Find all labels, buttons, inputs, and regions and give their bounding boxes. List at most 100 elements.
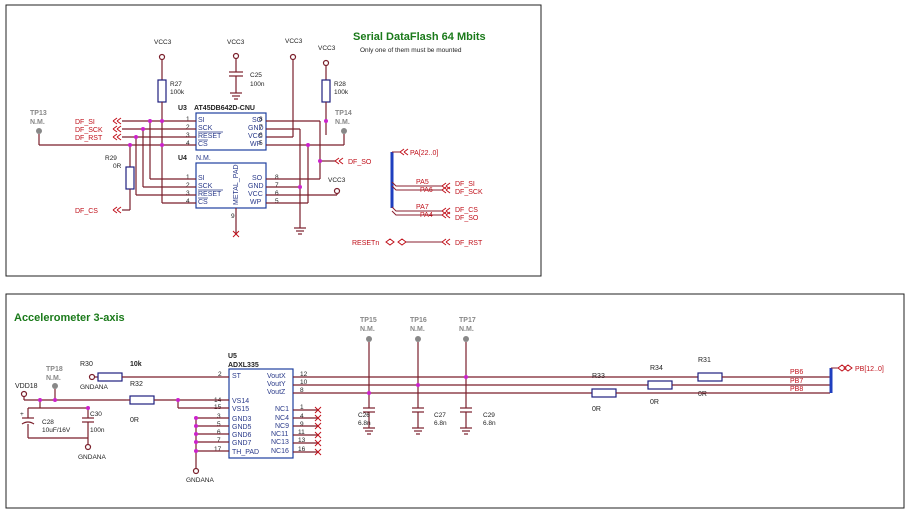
u4-metal-pad-label: METAL_PAD: [233, 164, 240, 205]
svg-text:TP15: TP15: [360, 317, 377, 324]
svg-text:PA7: PA7: [416, 204, 429, 211]
vdd18-terminal: [20, 390, 28, 398]
svg-text:NC13: NC13: [271, 439, 289, 446]
r28-value: 100k: [334, 89, 349, 96]
svg-text:5: 5: [217, 421, 221, 428]
vcc-label-r28: VCC3: [318, 45, 336, 52]
u3-chip: [195, 112, 267, 151]
svg-text:13: 13: [298, 437, 306, 444]
svg-text:DF_SO: DF_SO: [455, 215, 479, 222]
vcc-terminal: [333, 187, 341, 195]
net-df-rst-label: DF_RST: [75, 135, 103, 142]
r31-value: 0R: [698, 391, 707, 398]
svg-text:GND5: GND5: [232, 424, 252, 431]
r32-ref: R32: [130, 381, 143, 388]
svg-text:4: 4: [300, 413, 304, 420]
u5-chip: [228, 368, 294, 459]
r33-ref: R33: [592, 373, 605, 380]
u4-ref: U4: [178, 155, 187, 162]
svg-text:10: 10: [300, 379, 308, 386]
svg-text:DF_CS: DF_CS: [455, 207, 478, 214]
svg-text:SI: SI: [198, 175, 205, 182]
tp18-ref: TP18: [46, 366, 63, 373]
junction-dots-top: [128, 119, 328, 189]
svg-text:SCK: SCK: [198, 125, 213, 132]
svg-text:12: 12: [300, 371, 308, 378]
pa-bus-label: PA[22..0]: [410, 150, 438, 157]
u3-right-pins: SO GND VCC WP 8 7 6 5: [248, 116, 264, 148]
svg-text:GND: GND: [248, 125, 264, 132]
svg-text:1: 1: [186, 174, 190, 181]
r29-ref: R29: [105, 155, 117, 162]
r32-value: 0R: [130, 417, 139, 424]
pa-bus-entries: PA5 PA6 PA7 PA4 DF_SI DF_SCK DF_CS DF_SO: [391, 179, 483, 222]
svg-text:VoutZ: VoutZ: [267, 389, 286, 396]
svg-text:6.8n: 6.8n: [483, 420, 496, 427]
r27-value: 100k: [170, 89, 185, 96]
vcc-label-r27: VCC3: [154, 39, 172, 46]
svg-text:VCC: VCC: [248, 191, 263, 198]
svg-text:SO: SO: [252, 117, 263, 124]
tp17-group: TP17 N.M. C29 6.8n: [459, 317, 496, 435]
net-df-cs-label: DF_CS: [75, 208, 98, 215]
svg-text:SCK: SCK: [198, 183, 213, 190]
svg-text:6.8n: 6.8n: [358, 420, 371, 427]
pb8-label: PB8: [790, 386, 803, 393]
vcc-terminal: [322, 59, 330, 67]
c28-ref: C28: [42, 419, 54, 426]
svg-text:8: 8: [300, 387, 304, 394]
net-df-so-label: DF_SO: [348, 159, 372, 166]
svg-text:VS15: VS15: [232, 406, 249, 413]
vcc-terminal: [158, 53, 166, 61]
svg-text:1: 1: [300, 404, 304, 411]
svg-text:ST: ST: [232, 373, 242, 380]
svg-text:TH_PAD: TH_PAD: [232, 449, 259, 456]
svg-text:2: 2: [186, 182, 190, 189]
svg-text:6.8n: 6.8n: [434, 420, 447, 427]
r29-resistor: [125, 166, 135, 190]
svg-text:VCC: VCC: [248, 133, 263, 140]
svg-text:N.M.: N.M.: [459, 326, 474, 333]
gndana-terminal: [192, 467, 200, 475]
tp13-value: N.M.: [30, 119, 45, 126]
svg-text:C27: C27: [434, 412, 446, 419]
c28-polarity: +: [20, 411, 24, 418]
dataflash-title: Serial DataFlash 64 Mbits: [353, 31, 486, 43]
u5-ref: U5: [228, 353, 237, 360]
svg-text:RESET: RESET: [198, 133, 222, 140]
svg-text:PA6: PA6: [420, 187, 433, 194]
svg-text:DF_SCK: DF_SCK: [455, 189, 483, 196]
vcc-label-c25: VCC3: [227, 39, 245, 46]
tp15-group: TP15 N.M. C26 6.8n: [358, 317, 377, 435]
svg-text:6: 6: [275, 190, 279, 197]
svg-text:4: 4: [186, 140, 190, 147]
gndana-label-caps: GNDANA: [78, 454, 106, 461]
svg-text:6: 6: [259, 132, 263, 139]
u3-ref: U3: [178, 105, 187, 112]
resetn-port: [385, 238, 407, 246]
gndana-label-u5: GNDANA: [186, 477, 214, 484]
df-cs-port: [112, 206, 122, 214]
dataflash-frame: [5, 4, 542, 277]
r28-resistor: [321, 79, 331, 103]
svg-text:9: 9: [300, 421, 304, 428]
svg-text:VS14: VS14: [232, 398, 249, 405]
tp13-ref: TP13: [30, 110, 47, 117]
u3-left-pins: SI SCK RESET CS 1 2 3 4: [186, 116, 222, 148]
svg-text:17: 17: [214, 446, 222, 453]
u4-chip: [195, 162, 267, 209]
accelerometer-title: Accelerometer 3-axis: [14, 312, 125, 324]
svg-text:3: 3: [186, 190, 190, 197]
svg-text:1: 1: [186, 116, 190, 123]
gndana-label-r30: GNDANA: [80, 384, 108, 391]
u5-left-pins: ST VS14 VS15 GND3 GND5 GND6 GND7 TH_PAD …: [214, 371, 259, 456]
r29-value: 0R: [113, 163, 122, 170]
r30-ref: R30: [80, 361, 93, 368]
svg-text:CS: CS: [198, 199, 208, 206]
svg-text:NC4: NC4: [275, 415, 289, 422]
pb-bus-port: [837, 364, 853, 372]
svg-text:6: 6: [217, 429, 221, 436]
svg-text:TP17: TP17: [459, 317, 476, 324]
c30-ref: C30: [90, 411, 102, 418]
c25-ref: C25: [250, 72, 262, 79]
